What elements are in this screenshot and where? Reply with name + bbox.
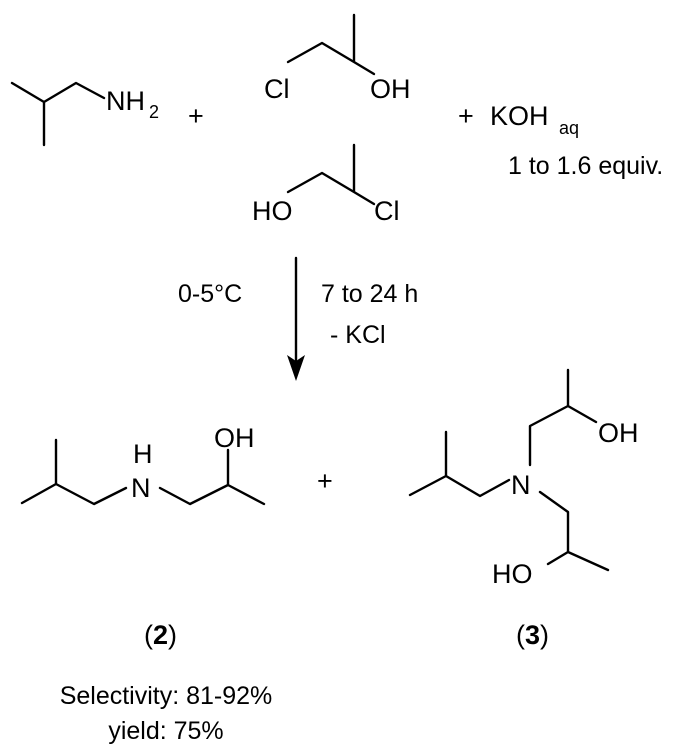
- base-reagent: + KOH aq 1 to 1.6 equiv.: [458, 101, 663, 180]
- chlorohydrin-2-ho-label: HO: [252, 196, 293, 226]
- product-3-structure: N OH HO: [408, 368, 639, 589]
- koh-subscript: aq: [559, 118, 579, 138]
- plus-sign-1: +: [188, 101, 204, 131]
- chlorohydrin-1-cl-label: Cl: [264, 74, 290, 104]
- product-plus-sign: +: [317, 466, 333, 496]
- compound-label-2-open: (: [144, 620, 153, 650]
- compound-label-3-open: (: [516, 620, 525, 650]
- isobutylamine-bonds: [10, 81, 106, 147]
- reaction-arrow: [287, 256, 305, 381]
- selectivity-text: Selectivity: 81-92%: [60, 682, 273, 710]
- chlorohydrin-2-structure: HO Cl: [252, 143, 400, 226]
- equiv-label: 1 to 1.6 equiv.: [508, 152, 663, 180]
- product-3-ho-label: HO: [492, 559, 533, 589]
- product-2-oh-label: OH: [214, 423, 255, 453]
- product-2-nh-h: H: [133, 439, 153, 469]
- product-2-structure: H N OH: [20, 423, 266, 506]
- compound-label-2-number: 2: [153, 620, 168, 650]
- product-2-bonds: [20, 438, 266, 506]
- condition-time: 7 to 24 h: [321, 280, 418, 308]
- yield-text: yield: 75%: [108, 717, 223, 745]
- chlorohydrin-2-cl-label: Cl: [374, 196, 400, 226]
- chlorohydrin-2-bonds: [286, 143, 376, 206]
- amine-subscript: 2: [149, 102, 159, 122]
- compound-label-3-number: 3: [525, 620, 540, 650]
- compound-label-3-close: ): [540, 620, 549, 650]
- plus-sign-2: +: [458, 101, 474, 131]
- product-2-nh-n: N: [131, 473, 151, 503]
- chlorohydrin-1-structure: Cl OH: [264, 13, 411, 104]
- koh-label: KOH: [490, 101, 549, 131]
- isobutylamine-structure: NH 2: [10, 81, 159, 147]
- product-3-oh-label: OH: [598, 418, 639, 448]
- arrow-head: [287, 355, 305, 381]
- chlorohydrin-1-bonds: [286, 13, 376, 76]
- compound-label-2: (2): [144, 620, 177, 650]
- amine-label: NH: [106, 86, 145, 116]
- compound-label-2-close: ): [168, 620, 177, 650]
- condition-temperature: 0-5°C: [178, 280, 242, 308]
- condition-byproduct: - KCl: [330, 321, 386, 349]
- compound-label-3: (3): [516, 620, 549, 650]
- product-3-bonds: [408, 368, 610, 572]
- product-3-n-label: N: [511, 470, 531, 500]
- chlorohydrin-1-oh-label: OH: [370, 74, 411, 104]
